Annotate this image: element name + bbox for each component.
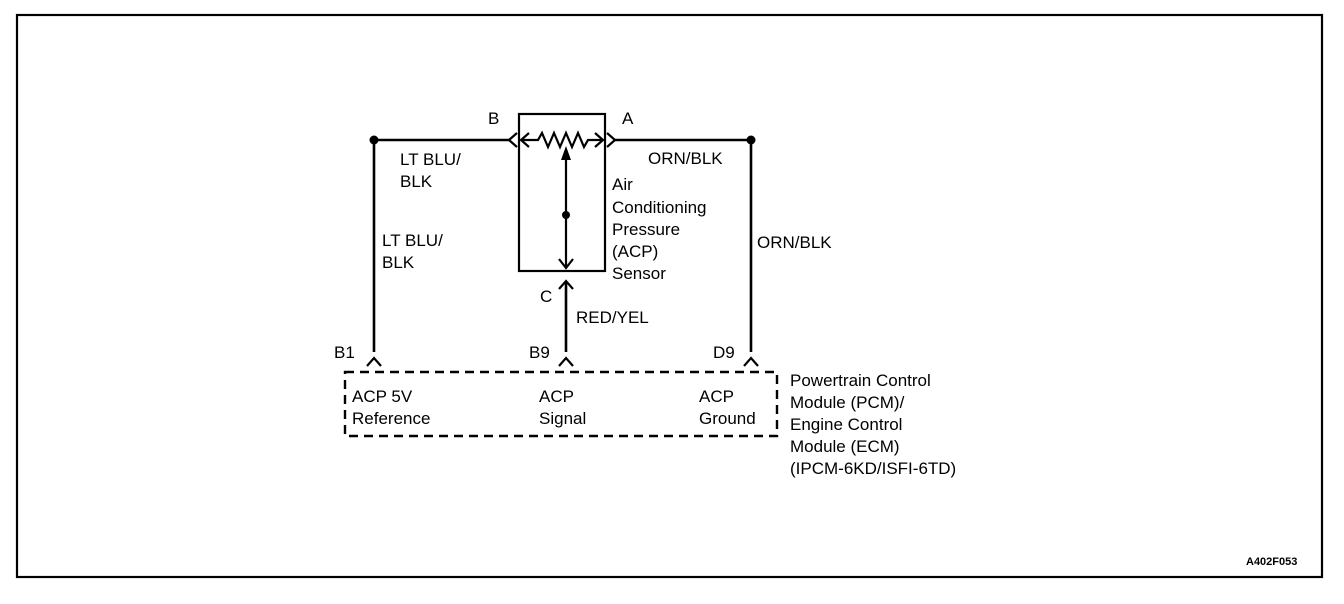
pin-a-terminal [606,132,617,148]
wire-label-lt-blu-blk-side: LT BLU/ BLK [382,231,448,272]
diagram-frame [15,13,1324,579]
pcm-ecm-box [343,370,779,438]
wire-label-lt-blu-blk-top: LT BLU/ BLK [400,150,466,191]
wire-orn-blk [615,135,756,352]
connector-b9-label: B9 [529,343,550,362]
sensor-resistor [519,130,605,150]
acp-signal-label: ACP Signal [539,387,586,428]
wire-label-orn-blk-top: ORN/BLK [648,149,723,168]
wire-label-red-yel: RED/YEL [576,308,649,327]
wire-label-orn-blk-side: ORN/BLK [757,233,832,252]
figure-id: A402F053 [1246,556,1297,568]
acp-sensor-box [517,112,607,273]
pin-b-label: B [488,109,499,128]
connector-b1-label: B1 [334,343,355,362]
pin-c-label: C [540,287,552,306]
sensor-wiper [558,146,574,270]
acp-5v-reference-label: ACP 5V Reference [352,387,430,428]
d9-terminal [743,356,759,367]
pin-a-label: A [622,109,634,128]
sensor-name: Air Conditioning Pressure (ACP) Sensor [612,175,711,283]
pin-b-terminal [507,132,518,148]
connector-d9-label: D9 [713,343,735,362]
module-name: Powertrain Control Module (PCM)/ Engine … [790,371,956,478]
wire-lt-blu-blk [369,135,509,352]
acp-ground-label: ACP Ground [699,387,756,428]
b1-terminal [366,356,382,367]
b9-terminal [558,356,574,367]
